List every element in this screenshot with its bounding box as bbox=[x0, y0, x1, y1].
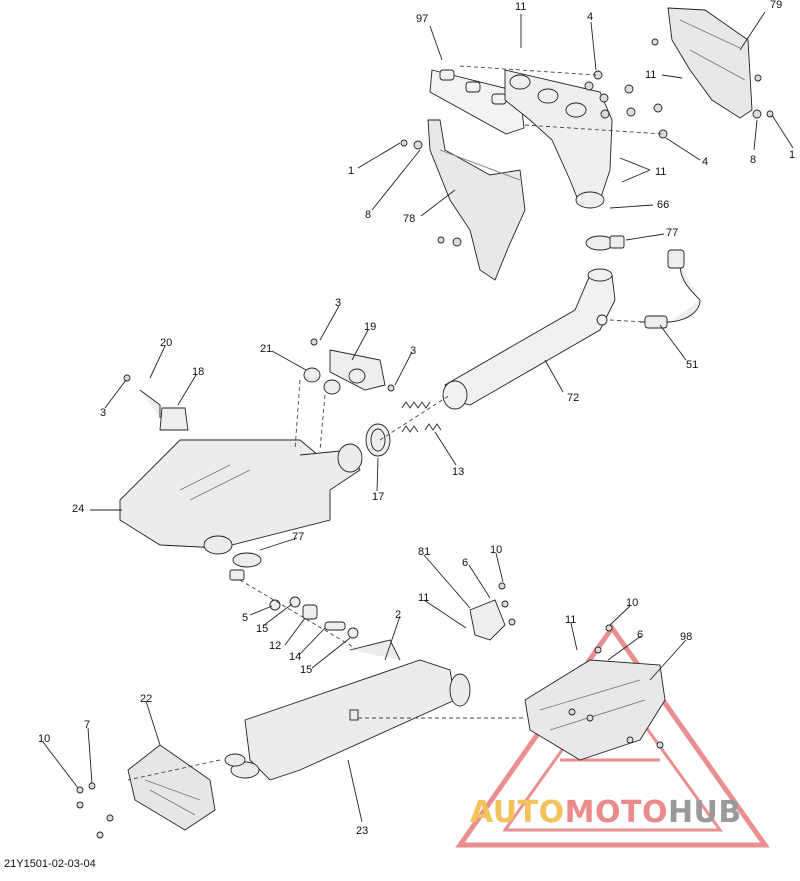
callout-97: 97 bbox=[416, 13, 429, 25]
callout-8: 8 bbox=[750, 154, 757, 166]
watermark-part-auto: AUTO bbox=[470, 795, 565, 830]
heat-shield-left bbox=[427, 119, 526, 281]
callout-11: 11 bbox=[655, 166, 667, 178]
callout-11: 11 bbox=[515, 1, 527, 13]
callout-2: 2 bbox=[395, 609, 402, 621]
seal-ring bbox=[365, 423, 391, 457]
clamp-upper bbox=[585, 235, 625, 251]
watermark-part-moto: MOTO bbox=[564, 795, 668, 830]
callout-12: 12 bbox=[269, 640, 282, 652]
watermark-part-hub: HUB bbox=[667, 795, 742, 830]
exhaust-pipe bbox=[442, 268, 616, 410]
callout-15: 15 bbox=[256, 623, 269, 635]
rear-heat-shield bbox=[524, 659, 666, 761]
callout-19: 19 bbox=[364, 321, 377, 333]
callout-24: 24 bbox=[72, 503, 85, 515]
callout-10: 10 bbox=[626, 597, 639, 609]
clamp-lower bbox=[229, 552, 262, 581]
callout-15: 15 bbox=[300, 664, 313, 676]
callout-20: 20 bbox=[160, 337, 173, 349]
callout-14: 14 bbox=[289, 651, 302, 663]
manifold-nuts bbox=[584, 81, 663, 119]
document-id: 21Y1501-02-03-04 bbox=[4, 858, 96, 870]
callout-1: 1 bbox=[789, 149, 796, 161]
callout-78: 78 bbox=[403, 213, 416, 225]
callout-10: 10 bbox=[490, 544, 503, 556]
callout-8: 8 bbox=[365, 209, 372, 221]
callout-17: 17 bbox=[372, 491, 385, 503]
mounting-hardware bbox=[269, 596, 359, 639]
callout-13: 13 bbox=[452, 466, 465, 478]
front-muffler bbox=[119, 439, 363, 555]
tail-pipe-tip bbox=[127, 744, 216, 831]
callout-3: 3 bbox=[335, 297, 342, 309]
callout-51: 51 bbox=[686, 359, 699, 371]
callout-10: 10 bbox=[38, 733, 51, 745]
leader-lines bbox=[42, 11, 794, 823]
springs bbox=[401, 401, 442, 433]
watermark-text: AUTOMOTOHUB bbox=[470, 795, 742, 830]
callout-18: 18 bbox=[192, 366, 205, 378]
callout-77: 77 bbox=[292, 531, 305, 543]
callout-77: 77 bbox=[666, 227, 679, 239]
callout-7: 7 bbox=[84, 719, 91, 731]
bracket-assembly bbox=[303, 349, 386, 395]
rear-muffler bbox=[224, 639, 471, 781]
assembly-lines bbox=[127, 65, 664, 781]
watermark-logo bbox=[455, 623, 770, 848]
callout-6: 6 bbox=[462, 557, 469, 569]
callout-11: 11 bbox=[645, 69, 657, 81]
rear-bracket bbox=[469, 599, 506, 641]
callout-22: 22 bbox=[140, 693, 153, 705]
callout-81: 81 bbox=[418, 546, 431, 558]
callout-3: 3 bbox=[100, 407, 107, 419]
callout-66: 66 bbox=[657, 199, 670, 211]
callout-11: 11 bbox=[565, 614, 577, 626]
exhaust-manifold bbox=[504, 69, 613, 209]
callout-3: 3 bbox=[410, 345, 417, 357]
callout-23: 23 bbox=[356, 825, 369, 837]
callout-98: 98 bbox=[680, 631, 693, 643]
callout-5: 5 bbox=[242, 612, 249, 624]
callout-4: 4 bbox=[587, 11, 594, 23]
heat-shield-right bbox=[667, 7, 753, 119]
callout-4: 4 bbox=[702, 156, 709, 168]
callout-1: 1 bbox=[348, 165, 355, 177]
bolts bbox=[76, 38, 774, 839]
manifold-gasket bbox=[429, 69, 525, 135]
callout-6: 6 bbox=[637, 629, 644, 641]
oxygen-sensor bbox=[640, 249, 701, 329]
hanger-bracket bbox=[139, 389, 189, 431]
callout-21: 21 bbox=[260, 343, 273, 355]
callout-11: 11 bbox=[418, 592, 430, 604]
callout-79: 79 bbox=[770, 0, 783, 11]
callout-72: 72 bbox=[567, 392, 580, 404]
